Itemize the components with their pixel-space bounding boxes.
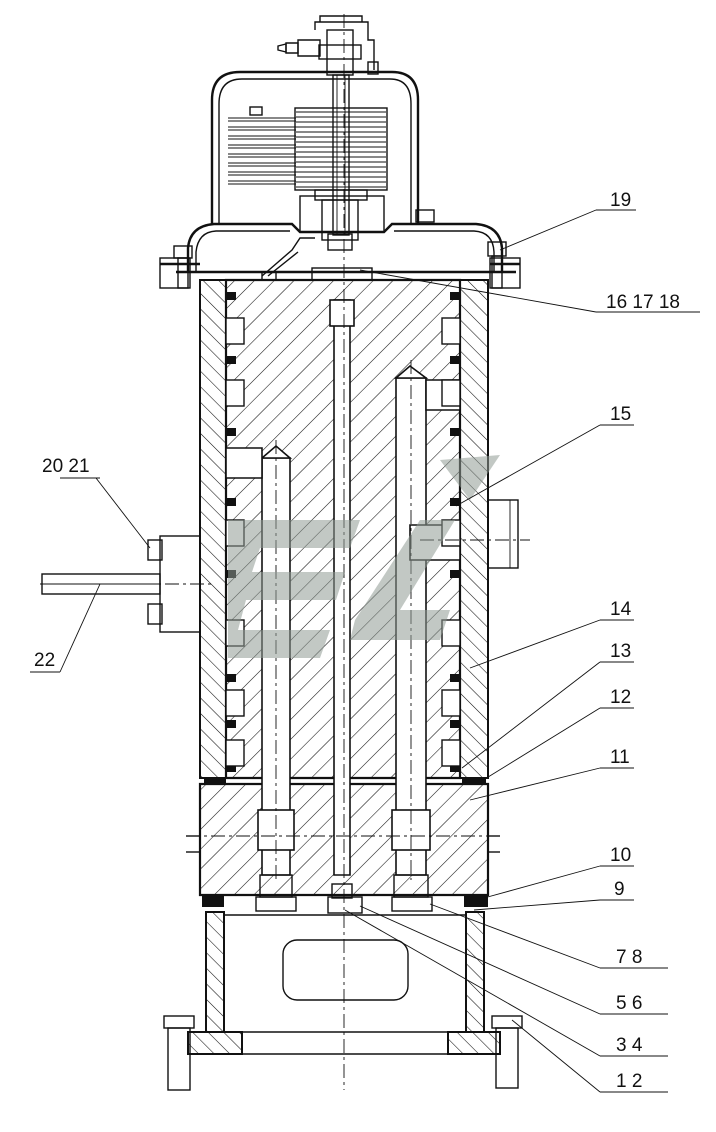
callout-9: 9: [614, 879, 625, 900]
seal-ring: [450, 570, 460, 578]
seal-ring: [450, 720, 460, 728]
seal-ring: [450, 292, 460, 300]
callout-3-4: 3 4: [616, 1035, 643, 1056]
top-housing: [210, 15, 420, 251]
groove: [225, 317, 245, 345]
seal-ring: [226, 292, 236, 300]
leader-lines: [30, 209, 700, 1093]
seal-ring: [450, 498, 460, 506]
callout-14: 14: [610, 599, 632, 620]
groove: [225, 379, 245, 407]
callout-10: 10: [610, 845, 631, 866]
seal-ring: [450, 428, 460, 436]
callout-7-8: 7 8: [616, 947, 642, 968]
cooling-fins: [294, 107, 388, 191]
callout-11: 11: [610, 747, 630, 768]
callout-12: 12: [610, 687, 631, 708]
seal-ring: [226, 674, 236, 682]
seal-ring: [450, 674, 460, 682]
callout-19: 19: [610, 190, 631, 211]
seal-ring: [226, 428, 236, 436]
groove: [225, 689, 245, 717]
callout-16-17-18: 16 17 18: [606, 292, 680, 313]
seal-ring: [450, 356, 460, 364]
groove: [441, 689, 461, 717]
groove: [441, 317, 461, 345]
callout-15: 15: [610, 404, 631, 425]
seal-ring: [226, 764, 236, 772]
groove: [225, 739, 245, 767]
seal-ring: [450, 764, 460, 772]
callout-labels: 19 16 17 18 15 20 21 22 14 13 12 11 10 9…: [34, 190, 680, 1092]
callout-20-21: 20 21: [42, 456, 90, 477]
bottom-stand: [163, 895, 523, 1091]
watermark-logo: [228, 455, 500, 658]
callout-22: 22: [34, 650, 55, 671]
groove: [441, 739, 461, 767]
seal-ring: [226, 498, 236, 506]
callout-5-6: 5 6: [616, 993, 642, 1014]
callout-1-2: 1 2: [616, 1071, 642, 1092]
seal-ring: [226, 720, 236, 728]
groove: [441, 379, 461, 407]
seal-ring: [226, 356, 236, 364]
callout-13: 13: [610, 641, 631, 662]
